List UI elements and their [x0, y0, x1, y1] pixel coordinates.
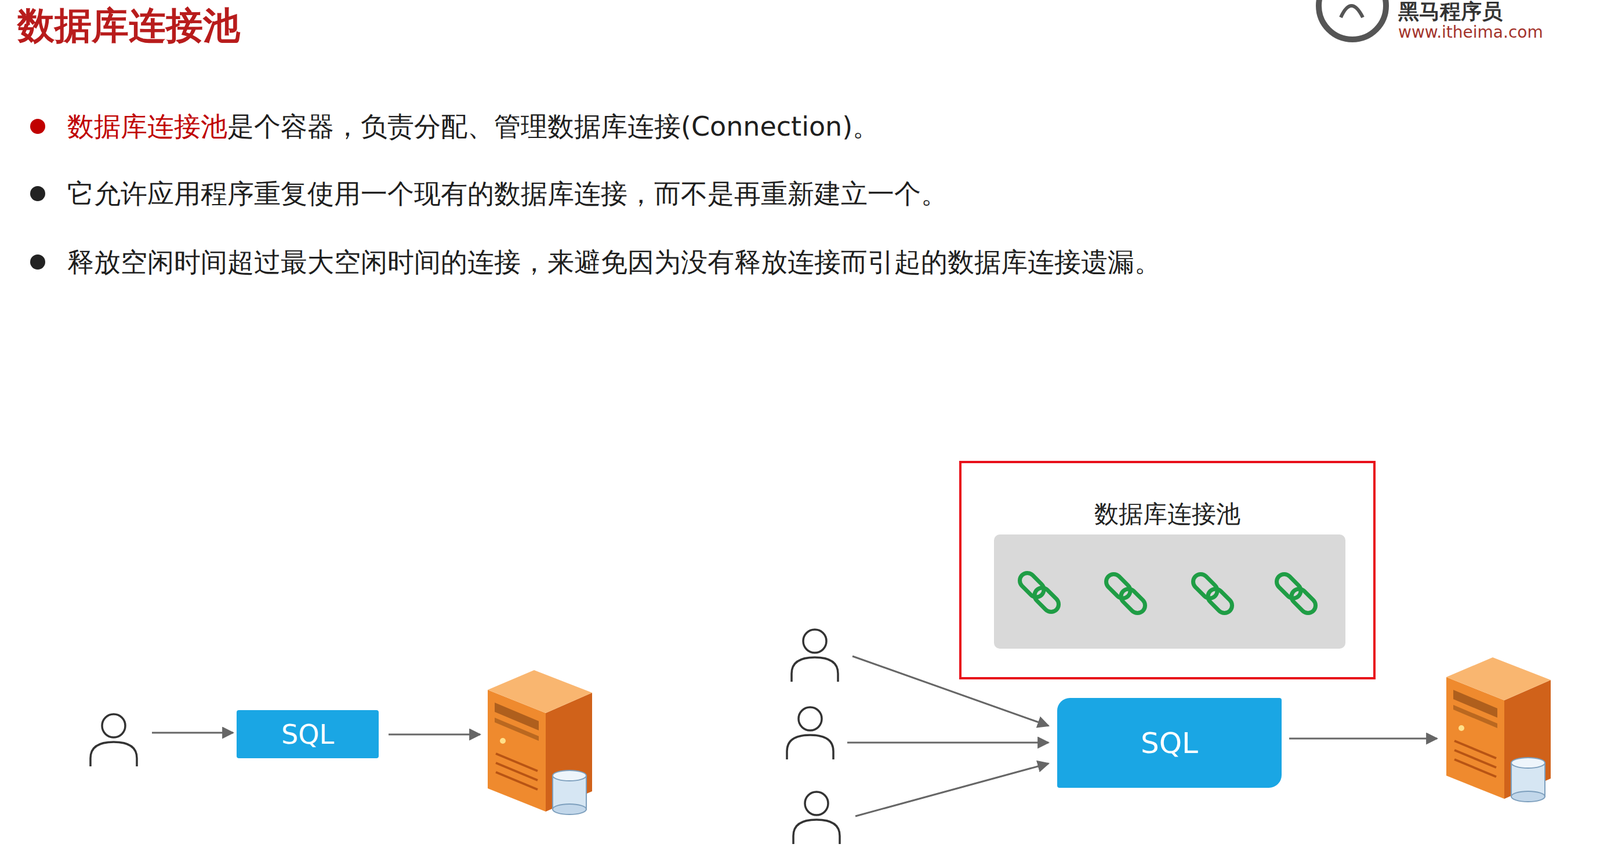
flow-arrow — [852, 656, 1049, 727]
logo-icon — [1318, 0, 1387, 40]
bullet-keyword: 数据库连接池 — [67, 110, 228, 143]
connection-icon — [1189, 571, 1236, 617]
flow-arrow — [1289, 738, 1438, 740]
flow-arrow — [847, 742, 1049, 745]
flow-arrow — [388, 734, 481, 736]
database-server — [1446, 657, 1551, 803]
flow-arrow — [151, 732, 234, 735]
bullet-line: 数据库连接池是个容器，负责分配、管理数据库连接(Connection)。 — [67, 109, 880, 144]
node-text: 数据库连接池 — [1094, 498, 1241, 531]
connection-pool-box: 数据库连接池 — [959, 461, 1376, 680]
user-icon — [793, 792, 840, 845]
bullet-line: 释放空闲时间超过最大空闲时间的连接，来避免因为没有释放连接而引起的数据库连接遗漏… — [67, 244, 1162, 280]
slide-title: 数据库连接池 — [17, 2, 241, 49]
connection-icon — [1016, 570, 1062, 616]
bullet-dot — [30, 186, 46, 202]
logo-url: www.itheima.com — [1398, 23, 1544, 42]
bullet-line: 它允许应用程序重复使用一个现有的数据库连接，而不是再重新建立一个。 — [67, 176, 948, 212]
node-text: SQL — [1140, 726, 1199, 761]
connection-icon — [1103, 571, 1149, 617]
connection-icon — [1273, 571, 1319, 617]
sql-box: SQL — [236, 710, 379, 759]
bullet-text: 它允许应用程序重复使用一个现有的数据库连接，而不是再重新建立一个。 — [67, 178, 948, 210]
database-server — [487, 670, 593, 815]
pool-tray — [993, 534, 1346, 649]
user-icon — [791, 629, 838, 682]
flow-arrow — [855, 763, 1049, 817]
user-icon — [90, 714, 137, 767]
node-text: SQL — [281, 719, 335, 751]
logo-text: 黑马程序员 — [1398, 0, 1503, 24]
bullet-text: 释放空闲时间超过最大空闲时间的连接，来避免因为没有释放连接而引起的数据库连接遗漏… — [67, 246, 1162, 278]
sql-box: SQL — [1057, 698, 1282, 789]
bullet-text: 是个容器，负责分配、管理数据库连接(Connection)。 — [227, 110, 880, 143]
bullet-dot — [30, 118, 46, 134]
bullet-dot — [30, 254, 46, 270]
user-icon — [786, 707, 834, 760]
